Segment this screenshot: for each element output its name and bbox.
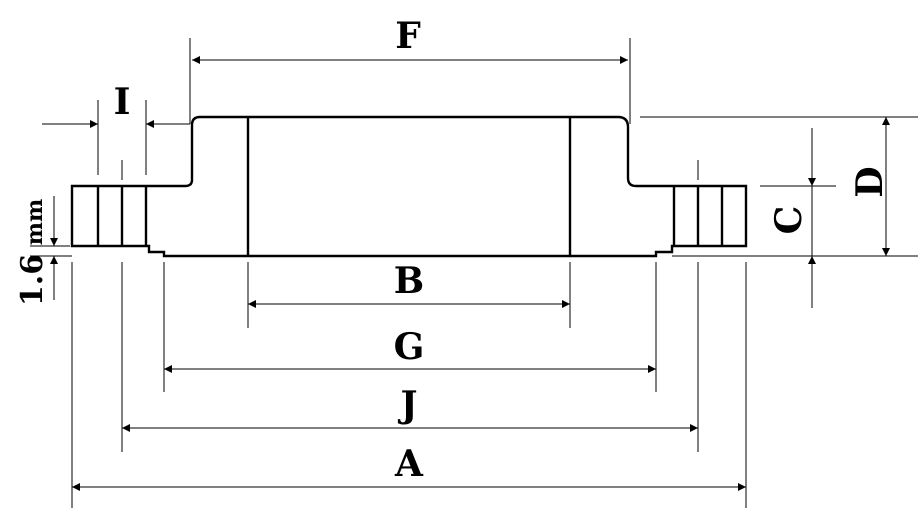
extension-lines xyxy=(30,38,918,508)
bolt-hole-left xyxy=(96,186,148,246)
label-B: B xyxy=(394,260,424,302)
label-D: D xyxy=(849,166,891,197)
bolt-hole-right xyxy=(672,186,724,246)
label-thickness-unit: mm xyxy=(22,199,48,246)
label-thickness-value: 1.6 xyxy=(15,254,50,306)
label-J: J xyxy=(397,384,417,426)
flange-outline xyxy=(70,115,748,258)
label-A: A xyxy=(394,443,424,485)
label-C: C xyxy=(768,206,810,235)
label-F: F xyxy=(395,15,421,57)
label-G: G xyxy=(394,326,425,368)
label-I: I xyxy=(114,81,131,123)
